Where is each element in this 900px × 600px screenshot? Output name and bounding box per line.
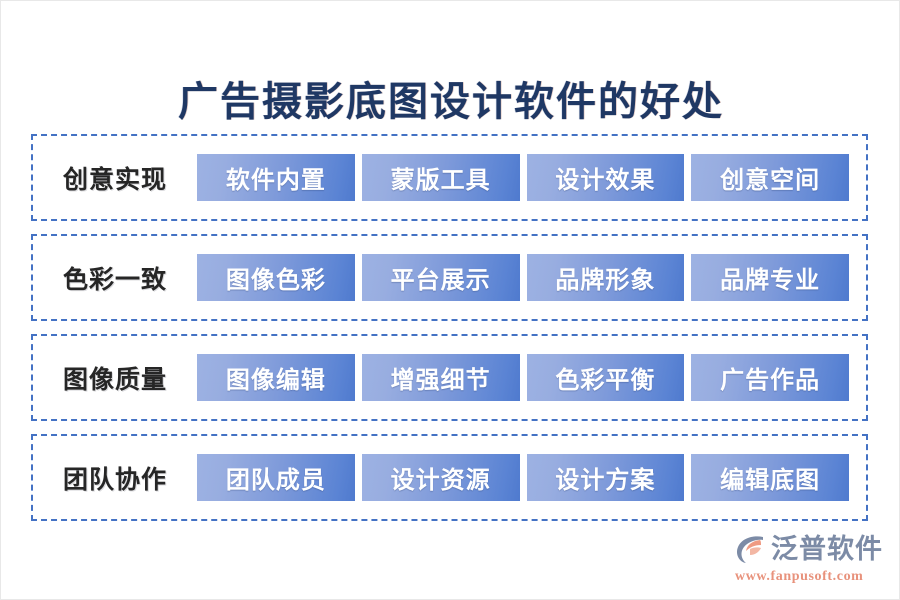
category-item-list: 图像色彩 平台展示 品牌形象 品牌专业: [197, 254, 866, 301]
category-item[interactable]: 设计资源: [361, 454, 520, 501]
fanpu-swirl-icon: [733, 532, 767, 566]
category-item-list: 软件内置 蒙版工具 设计效果 创意空间: [197, 154, 866, 201]
category-label: 图像质量: [62, 366, 167, 394]
category-item[interactable]: 蒙版工具: [361, 154, 520, 201]
logo-top-line: 泛普软件: [733, 532, 883, 566]
category-item[interactable]: 创意空间: [691, 154, 849, 201]
category-item[interactable]: 软件内置: [197, 154, 355, 201]
category-item[interactable]: 团队成员: [197, 454, 355, 501]
category-label: 色彩一致: [62, 266, 167, 294]
page-title: 广告摄影底图设计软件的好处: [178, 79, 724, 124]
category-item[interactable]: 设计方案: [526, 454, 685, 501]
logo-name: 泛普软件: [771, 533, 883, 564]
category-item[interactable]: 图像色彩: [197, 254, 355, 301]
category-label: 团队协作: [62, 466, 167, 494]
category-rows: 创意实现 软件内置 蒙版工具 设计效果 创意空间 色彩一致 图像色彩 平台展示 …: [31, 134, 868, 521]
category-row: 创意实现 软件内置 蒙版工具 设计效果 创意空间: [31, 134, 868, 221]
category-item[interactable]: 增强细节: [361, 354, 520, 401]
category-item[interactable]: 编辑底图: [691, 454, 849, 501]
brand-logo: 泛普软件 www.fanpusoft.com: [733, 532, 883, 585]
category-item-list: 团队成员 设计资源 设计方案 编辑底图: [197, 454, 866, 501]
category-item-list: 图像编辑 增强细节 色彩平衡 广告作品: [197, 354, 866, 401]
category-item[interactable]: 平台展示: [361, 254, 520, 301]
category-label: 创意实现: [62, 166, 167, 194]
category-item[interactable]: 设计效果: [526, 154, 685, 201]
category-item[interactable]: 色彩平衡: [526, 354, 685, 401]
category-item[interactable]: 广告作品: [691, 354, 849, 401]
category-item[interactable]: 品牌专业: [691, 254, 849, 301]
category-row: 团队协作 团队成员 设计资源 设计方案 编辑底图: [31, 434, 868, 521]
category-row: 图像质量 图像编辑 增强细节 色彩平衡 广告作品: [31, 334, 868, 421]
logo-url: www.fanpusoft.com: [735, 569, 864, 584]
category-item[interactable]: 品牌形象: [526, 254, 685, 301]
category-item[interactable]: 图像编辑: [197, 354, 355, 401]
category-row: 色彩一致 图像色彩 平台展示 品牌形象 品牌专业: [31, 234, 868, 321]
